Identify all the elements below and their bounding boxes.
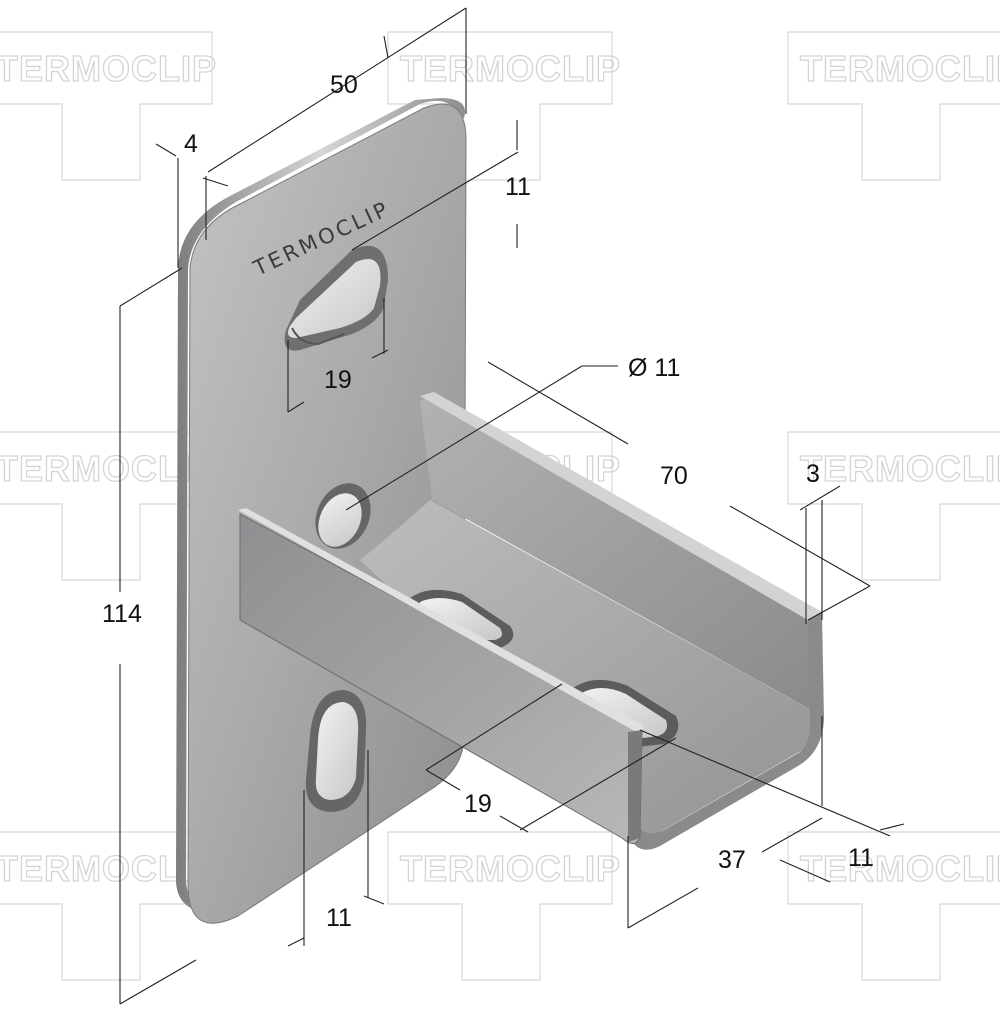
dim-hole-leader bbox=[345, 365, 583, 511]
dim-3-line bbox=[799, 485, 841, 511]
dimension-lines bbox=[119, 7, 905, 1005]
watermark-brand: TERMOCLIP bbox=[800, 448, 1000, 489]
watermark-mid-right: TERMOCLIP bbox=[787, 431, 1000, 581]
channel-back-wall bbox=[420, 398, 822, 716]
bracket-part: TERMOCLIP bbox=[176, 98, 824, 924]
dim-19-top-label: 19 bbox=[324, 366, 352, 394]
watermark-brand: TERMOCLIP bbox=[400, 848, 621, 889]
dim-11-top-label: 11 bbox=[505, 173, 531, 201]
dim-19-bottom-line bbox=[425, 683, 563, 771]
watermark-top-center: TERMOCLIP bbox=[387, 31, 621, 181]
dim-19-bottom-label: 19 bbox=[464, 790, 492, 818]
dim-37-label: 37 bbox=[718, 846, 746, 874]
watermark-top-right: TERMOCLIP bbox=[787, 31, 1000, 181]
dim-50-label: 50 bbox=[330, 71, 358, 99]
watermark-brand: TERMOCLIP bbox=[800, 848, 1000, 889]
dim-19-top-line bbox=[371, 349, 389, 359]
watermark-bottom-center: TERMOCLIP bbox=[387, 831, 621, 981]
dim-70-line bbox=[487, 361, 629, 445]
dim-70-label: 70 bbox=[660, 462, 688, 490]
dimension-labels: 50 4 11 19 Ø 11 70 3 114 19 11 37 11 bbox=[102, 71, 874, 932]
watermark-brand: TERMOCLIP bbox=[0, 48, 217, 89]
dim-114-label: 114 bbox=[102, 600, 142, 628]
watermark-bottom-right: TERMOCLIP bbox=[787, 831, 1000, 981]
channel-back-lip bbox=[420, 392, 822, 620]
watermark-brand: TERMOCLIP bbox=[400, 48, 621, 89]
lower-slot-hole bbox=[305, 690, 367, 812]
channel-front-lip bbox=[238, 508, 644, 734]
dim-4-line bbox=[155, 143, 177, 157]
channel-front-end bbox=[628, 730, 642, 842]
dim-3-label: 3 bbox=[806, 460, 820, 488]
channel-bend bbox=[628, 612, 824, 850]
dim-4-label: 4 bbox=[184, 130, 198, 158]
dim-50-line bbox=[207, 7, 467, 173]
dim-hole-label: Ø 11 bbox=[628, 354, 680, 382]
watermark-top-left: TERMOCLIP bbox=[0, 31, 217, 181]
dim-11-bottom-label: 11 bbox=[326, 904, 352, 932]
upper-slot-hole bbox=[284, 245, 388, 351]
channel-floor bbox=[360, 500, 822, 835]
dim-11-right-label: 11 bbox=[848, 844, 874, 872]
dim-11-top-line bbox=[351, 151, 519, 251]
watermark-brand: TERMOCLIP bbox=[800, 48, 1000, 89]
